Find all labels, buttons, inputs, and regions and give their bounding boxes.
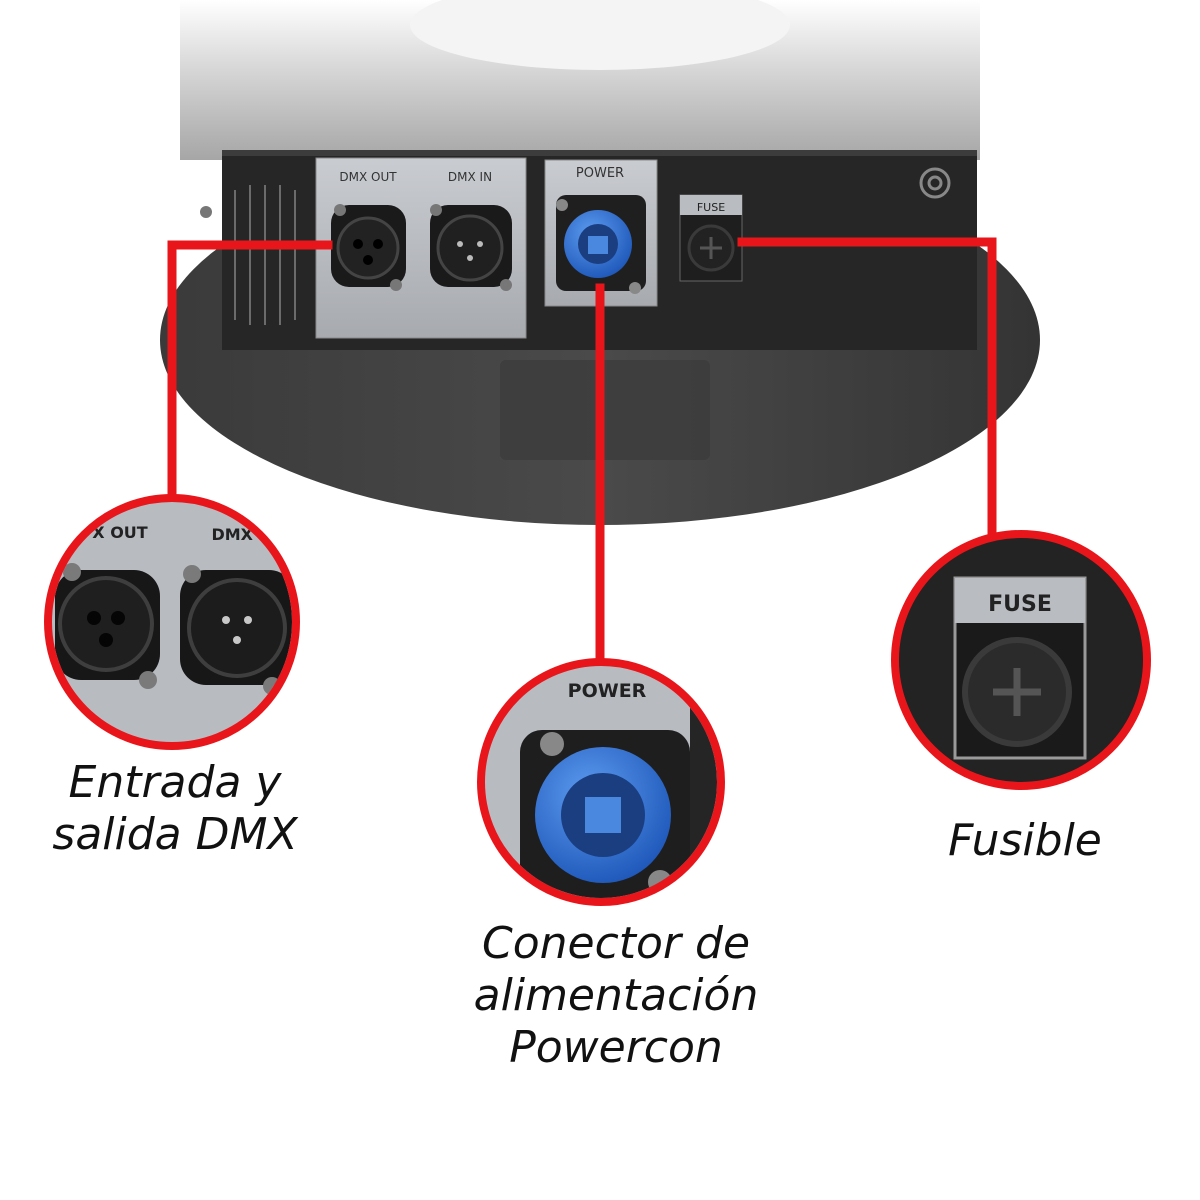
fuse-caption-line-1: Fusible (948, 815, 1102, 866)
dmx-caption: Entrada y salida DMX (20, 757, 330, 861)
power-zoom-circle: POWER (477, 658, 725, 906)
dmx-plate: DMX OUT DMX IN (315, 157, 527, 339)
fuse-holder (687, 224, 735, 272)
dmx-caption-line-2: salida DMX (52, 809, 298, 860)
dmx-in-label: DMX IN (448, 170, 492, 184)
power-plate: POWER (544, 159, 658, 307)
brand-logo-icon (919, 167, 951, 199)
power-caption-line-3: Powercon (509, 1022, 723, 1073)
zoom-power-label: POWER (568, 680, 647, 702)
fuse-zoom-circle: FUSE (891, 530, 1151, 790)
dmx-zoom-circle: X OUT DMX I (44, 494, 300, 750)
fuse-label: FUSE (697, 201, 725, 214)
power-label: POWER (576, 166, 624, 181)
power-caption-line-1: Conector de (481, 918, 751, 969)
regulatory-label (234, 185, 296, 325)
dmx-out-label: DMX OUT (339, 170, 397, 184)
zoom-fuse-label: FUSE (988, 592, 1052, 617)
powercon-connector (556, 195, 646, 294)
dmx-caption-line-1: Entrada y (68, 757, 282, 808)
fuse-plate: FUSE (679, 194, 743, 282)
callout-lines (167, 237, 997, 667)
fuse-caption: Fusible (900, 815, 1150, 867)
power-caption-line-2: alimentación (473, 970, 759, 1021)
dmx-in-connector (430, 204, 512, 291)
zoom-dmx-out-label: X OUT (92, 523, 148, 542)
dmx-callout-line (167, 240, 333, 505)
fuse-callout-line (737, 237, 997, 545)
dmx-out-connector (331, 204, 406, 291)
power-caption: Conector de alimentación Powercon (436, 918, 796, 1074)
